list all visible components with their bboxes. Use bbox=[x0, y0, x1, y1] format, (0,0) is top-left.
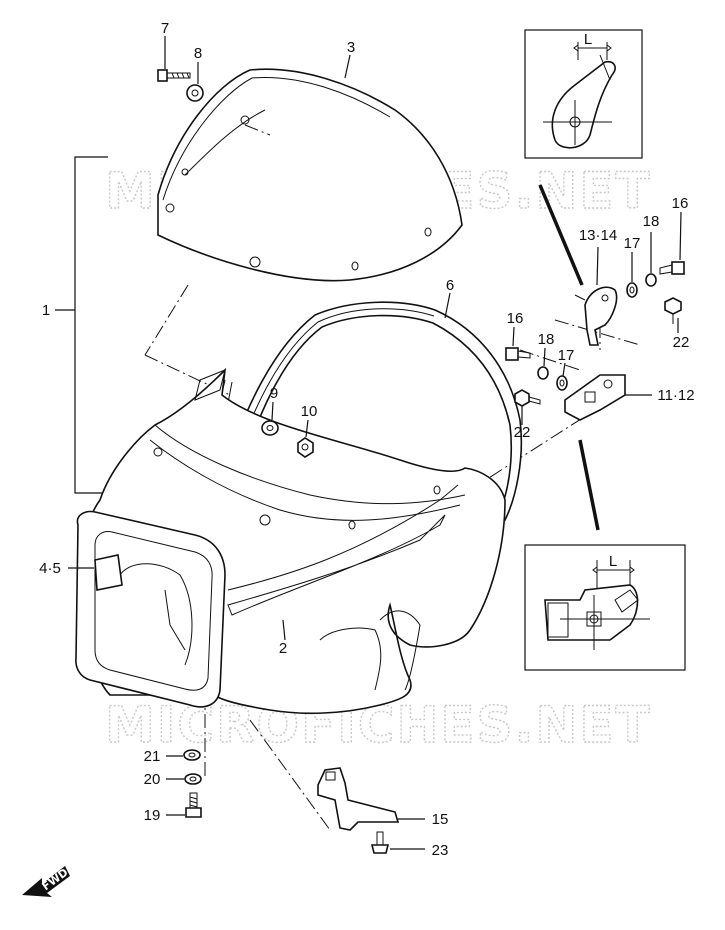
callout-22-upper: 22 bbox=[673, 334, 690, 351]
bolt-16-lower bbox=[505, 326, 531, 361]
inset-pointers bbox=[538, 184, 600, 531]
inset-bottom: L bbox=[524, 544, 686, 671]
bracket-13-14 bbox=[574, 246, 618, 346]
washer-17-lower bbox=[556, 362, 568, 391]
bolt-22-lower bbox=[514, 389, 541, 425]
callout-15: 15 bbox=[432, 811, 449, 828]
callout-17-lower: 17 bbox=[558, 347, 575, 364]
callout-20: 20 bbox=[144, 771, 161, 788]
washer-18-upper bbox=[645, 232, 657, 287]
callout-1: 1 bbox=[42, 302, 50, 319]
screw-7 bbox=[157, 36, 191, 82]
bolt-22-upper bbox=[664, 297, 682, 333]
callout-7: 7 bbox=[161, 20, 169, 37]
nut-20 bbox=[166, 773, 202, 785]
callout-18-upper: 18 bbox=[643, 213, 660, 230]
callout-16-lower: 16 bbox=[507, 310, 524, 327]
callout-16-upper: 16 bbox=[672, 195, 689, 212]
callout-22-lower: 22 bbox=[514, 424, 531, 441]
callout-4-5: 4·5 bbox=[39, 560, 61, 577]
callout-10: 10 bbox=[301, 403, 318, 420]
bracket-15 bbox=[317, 767, 425, 831]
bracket-11-12 bbox=[564, 374, 652, 421]
callout-3: 3 bbox=[347, 39, 355, 56]
callout-2: 2 bbox=[279, 640, 287, 657]
callout-13-14: 13·14 bbox=[579, 227, 617, 244]
callout-8: 8 bbox=[194, 45, 202, 62]
washer-21 bbox=[166, 749, 201, 761]
inset-top: L bbox=[524, 29, 643, 159]
washer-18-lower bbox=[537, 347, 549, 380]
screw-23 bbox=[370, 831, 425, 854]
washer-9 bbox=[261, 401, 279, 436]
fwd-arrow-icon: FWD bbox=[22, 866, 71, 897]
callout-9: 9 bbox=[270, 385, 278, 402]
inset-top-dimension: L bbox=[584, 31, 592, 48]
callout-18-lower: 18 bbox=[538, 331, 555, 348]
bolt-16-upper bbox=[659, 211, 685, 275]
bolt-19 bbox=[166, 792, 202, 818]
inset-bottom-dimension: L bbox=[609, 553, 617, 570]
callout-11-12: 11·12 bbox=[657, 387, 694, 404]
callout-6: 6 bbox=[446, 277, 454, 294]
callout-17-upper: 17 bbox=[624, 235, 641, 252]
windscreen bbox=[157, 68, 463, 282]
callout-19: 19 bbox=[144, 807, 161, 824]
callout-23: 23 bbox=[432, 842, 449, 859]
callout-labels: 1 2 3 4·5 6 7 8 9 10 11·12 13·14 15 16 1… bbox=[39, 20, 694, 859]
washer-17-upper bbox=[626, 252, 638, 298]
grommet-8 bbox=[186, 62, 204, 102]
nut-10 bbox=[297, 419, 314, 458]
callout-21: 21 bbox=[144, 748, 161, 765]
headlight-frame bbox=[68, 510, 226, 708]
